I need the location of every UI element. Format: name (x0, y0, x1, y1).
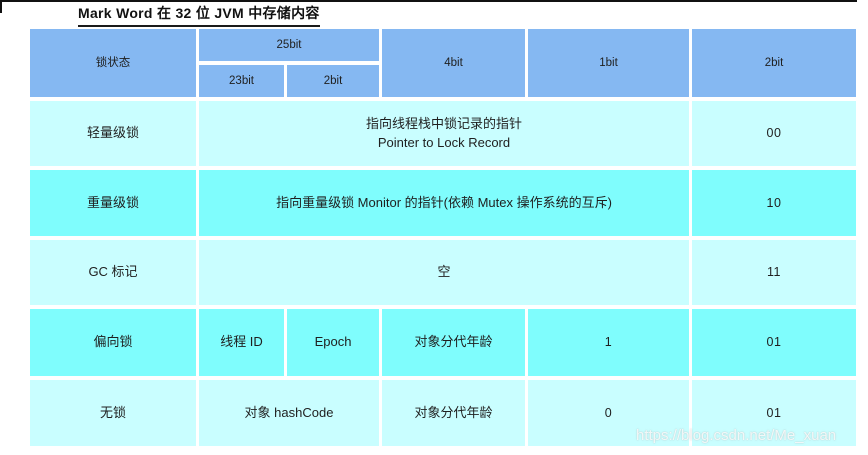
left-border-notch (0, 0, 2, 13)
row-heavyweight-desc: 指向重量级锁 Monitor 的指针(依赖 Mutex 操作系统的互斥) (199, 170, 689, 236)
row-biased-thread-id: 线程 ID (199, 309, 284, 376)
row-heavyweight-flag: 10 (692, 170, 856, 236)
header-4bit: 4bit (382, 29, 525, 97)
row-biased-state: 偏向锁 (30, 309, 196, 376)
header-23bit: 23bit (199, 65, 284, 97)
header-1bit: 1bit (528, 29, 689, 97)
header-2bit: 2bit (692, 29, 856, 97)
header-25bit: 25bit (199, 29, 379, 61)
row-heavyweight-state: 重量级锁 (30, 170, 196, 236)
row-biased-epoch: Epoch (287, 309, 379, 376)
row-nolock-hashcode: 对象 hashCode (199, 380, 379, 446)
row-nolock-bit: 0 (528, 380, 689, 446)
header-lock-state: 锁状态 (30, 29, 196, 97)
row-nolock-state: 无锁 (30, 380, 196, 446)
row-lightweight-desc: 指向线程栈中锁记录的指针 Pointer to Lock Record (199, 101, 689, 166)
row-gc-flag: 11 (692, 240, 856, 305)
row-gc-state: GC 标记 (30, 240, 196, 305)
header-2bit-sub: 2bit (287, 65, 379, 97)
row-gc-desc: 空 (199, 240, 689, 305)
row-lightweight-flag: 00 (692, 101, 856, 166)
mark-word-table: 锁状态 25bit 23bit 2bit 4bit 1bit 2bit 轻量级锁… (30, 29, 856, 446)
row-lightweight-state: 轻量级锁 (30, 101, 196, 166)
row-lightweight-desc-cn: 指向线程栈中锁记录的指针 (365, 115, 522, 131)
row-biased-bit: 1 (528, 309, 689, 376)
top-border-line (0, 0, 857, 2)
row-lightweight-desc-en: Pointer to Lock Record (377, 134, 511, 150)
page-title: Mark Word 在 32 位 JVM 中存储内容 (78, 3, 320, 27)
row-nolock-age: 对象分代年龄 (382, 380, 525, 446)
row-biased-age: 对象分代年龄 (382, 309, 525, 376)
row-nolock-flag: 01 (692, 380, 856, 446)
row-biased-flag: 01 (692, 309, 856, 376)
